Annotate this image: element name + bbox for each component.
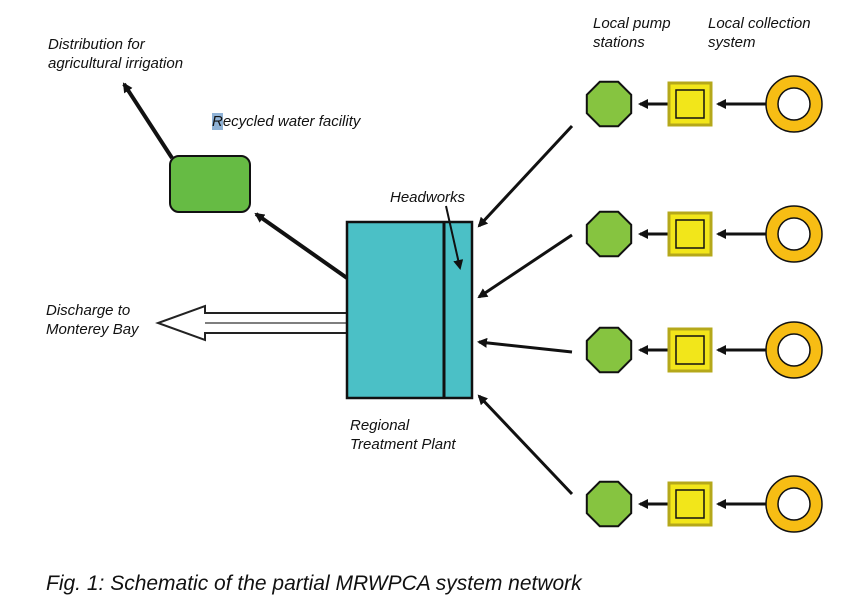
plant-to-recycled-arrow <box>254 212 349 280</box>
branch-4-pump-station <box>585 480 633 528</box>
branch-4-collection-ring-hole <box>777 487 811 521</box>
branch-2-collection-ring <box>766 206 822 262</box>
headworks-pointer-arrow <box>445 205 464 270</box>
branch-rows <box>585 75 823 533</box>
recycled-facility-label: Recycled water facility <box>212 113 361 130</box>
branch-1-collection-ring <box>766 76 822 132</box>
regional-treatment-plant <box>345 220 474 400</box>
branch-1-collection-ring-hole <box>777 87 811 121</box>
branch-3-collection-ring-outline <box>765 321 823 379</box>
branch-1-to-plant-arrow <box>477 124 574 228</box>
branch-1-pump-station <box>585 80 633 128</box>
recycled-water-facility <box>169 155 251 213</box>
branch-2-collection-ring-outline <box>765 205 823 263</box>
branch-4-to-plant-arrow <box>477 394 574 496</box>
branch-2-square-node-inner <box>675 219 705 249</box>
branch-2-to-plant-arrow <box>477 233 573 299</box>
branch-3-collection-ring-hole <box>777 333 811 367</box>
branch-2-collection-ring-hole <box>777 217 811 251</box>
branch-2-pump-station <box>585 210 633 258</box>
branch-3-to-plant-arrow <box>477 337 573 354</box>
branch-3-pump-station <box>585 326 633 374</box>
branch-3-square-node-inner <box>675 335 705 365</box>
branch-3-collection-ring <box>766 322 822 378</box>
figure-caption: Fig. 1: Schematic of the partial MRWPCA … <box>46 572 582 595</box>
branch-4-collection-ring-outline <box>765 475 823 533</box>
recycled-to-distribution-arrow <box>122 82 174 160</box>
branch-4-square-node-inner <box>675 489 705 519</box>
branch-1-collection-ring-outline <box>765 75 823 133</box>
headworks-label: Headworks <box>390 189 466 206</box>
branch-1-square-node-inner <box>675 89 705 119</box>
branch-4-collection-ring <box>766 476 822 532</box>
